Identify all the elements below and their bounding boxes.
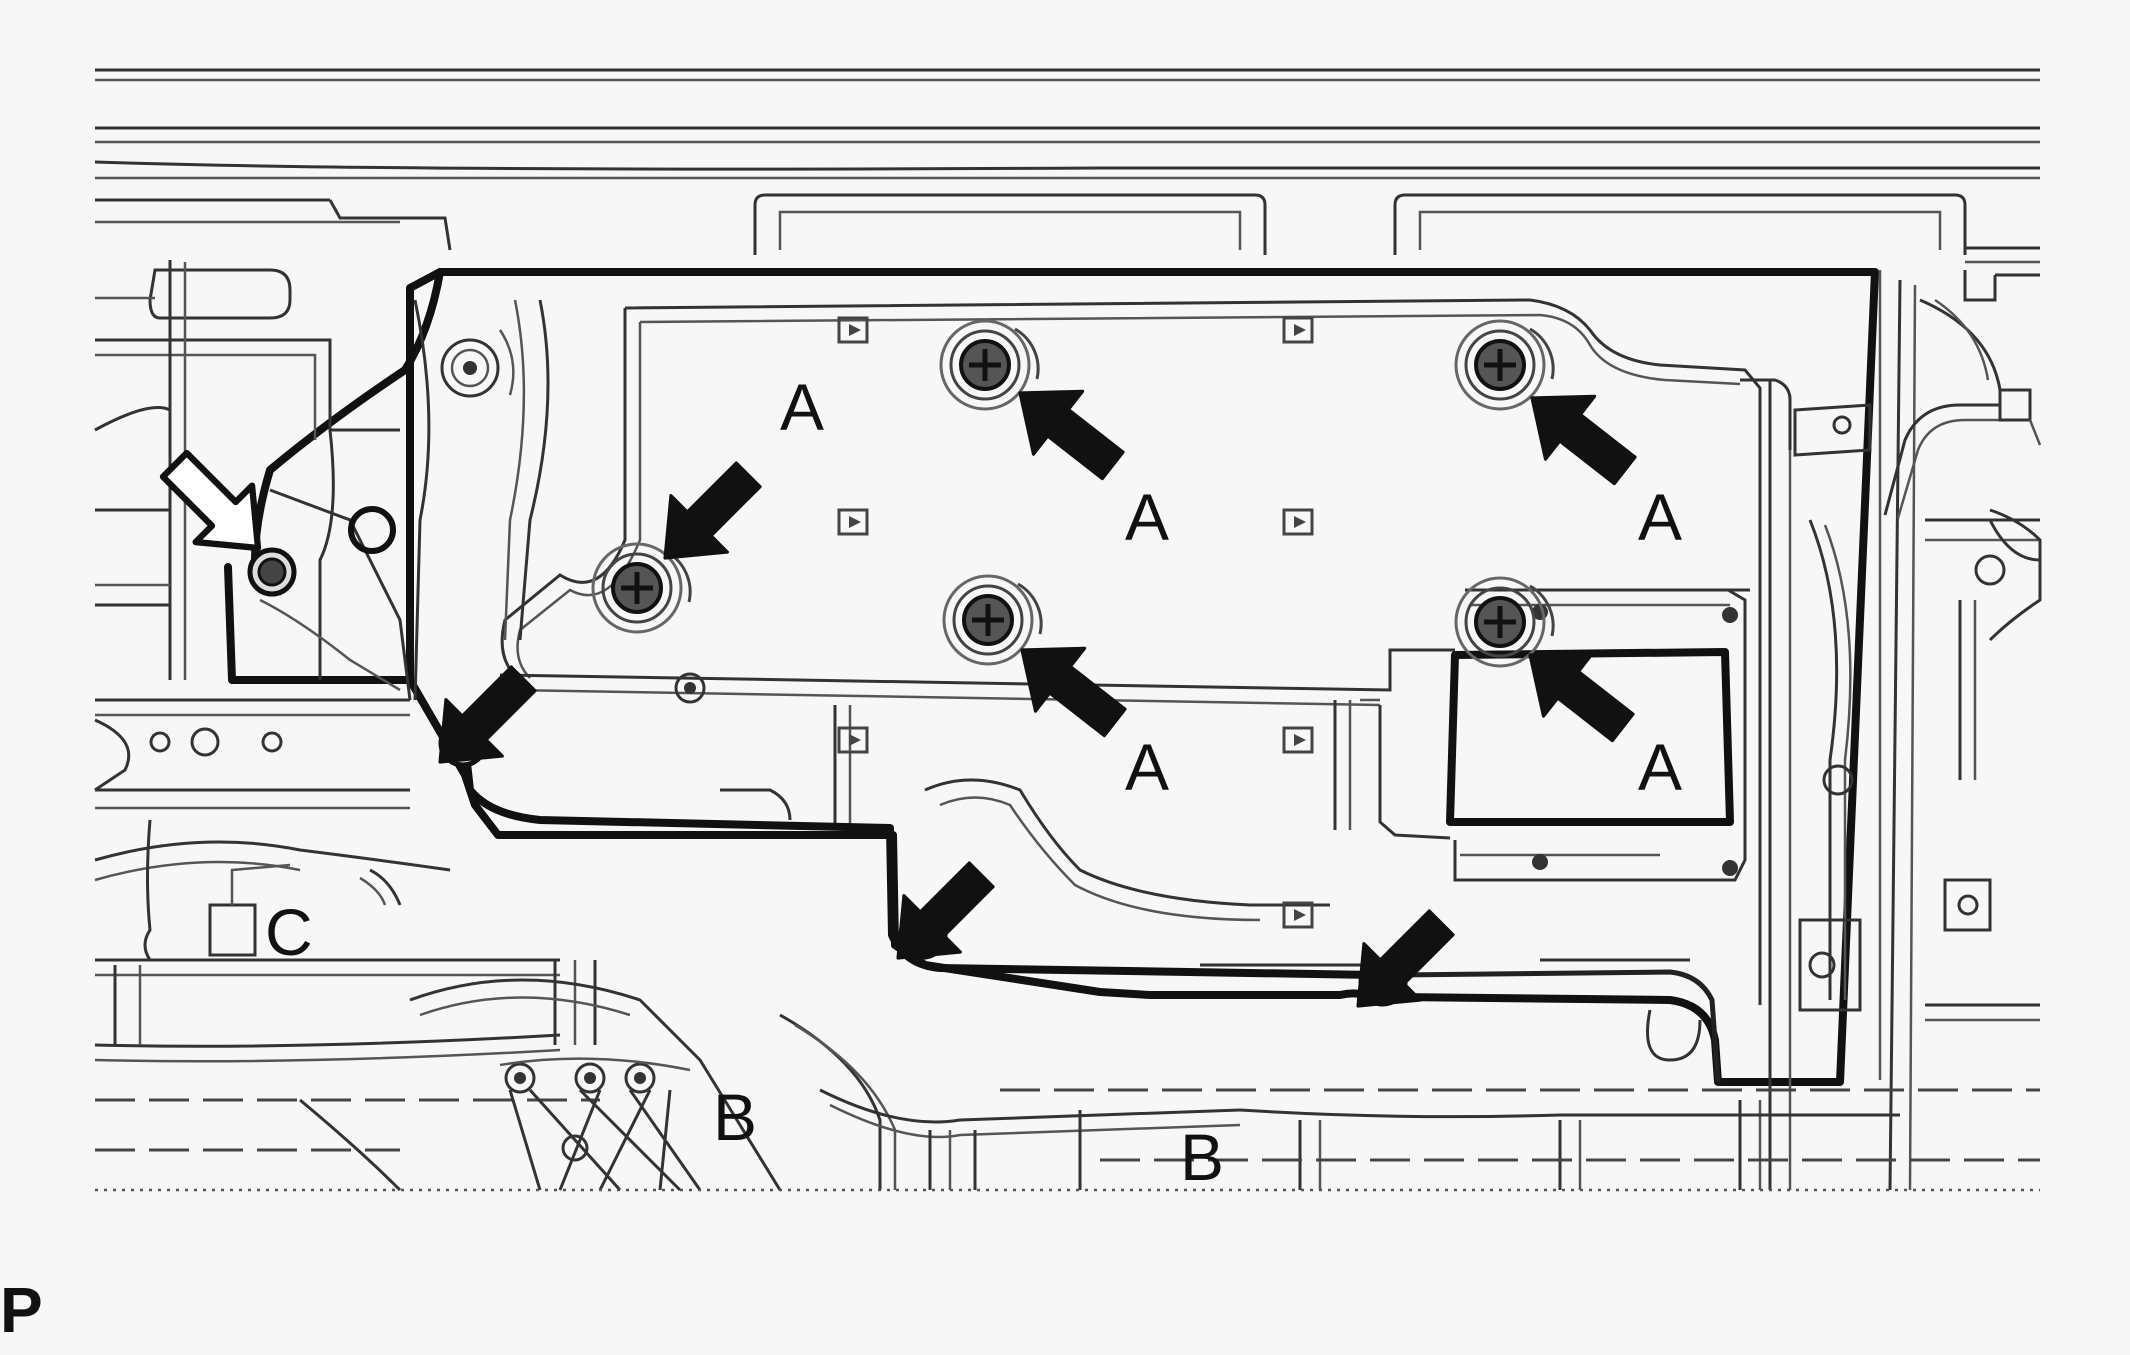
callout-c: C [265, 895, 313, 969]
callout-a-middle-center: A [1125, 730, 1169, 804]
top-rails [94, 68, 2040, 264]
mounting-tabs [674, 316, 1738, 929]
callout-a-top-right: A [1638, 480, 1682, 554]
arrow-icon [993, 359, 1139, 499]
callout-a-top-center: A [1125, 480, 1169, 554]
callout-b-left: B [713, 1080, 757, 1154]
callout-b-right: B [1180, 1120, 1224, 1194]
screw-icon [1456, 321, 1553, 409]
lattice-bracket [499, 1057, 702, 1192]
panel-inner-lines [499, 270, 2042, 1191]
arrow-icon [635, 445, 778, 588]
corner-label: P [0, 1274, 43, 1346]
bottom-structure [95, 978, 2040, 1192]
arrow-icon [1505, 364, 1651, 504]
bolt-icon [250, 550, 294, 594]
left-structure [94, 260, 600, 1192]
callout-a-middle-right: A [1638, 730, 1682, 804]
wire-harness [461, 741, 1721, 1083]
callout-a-left: A [780, 370, 824, 444]
